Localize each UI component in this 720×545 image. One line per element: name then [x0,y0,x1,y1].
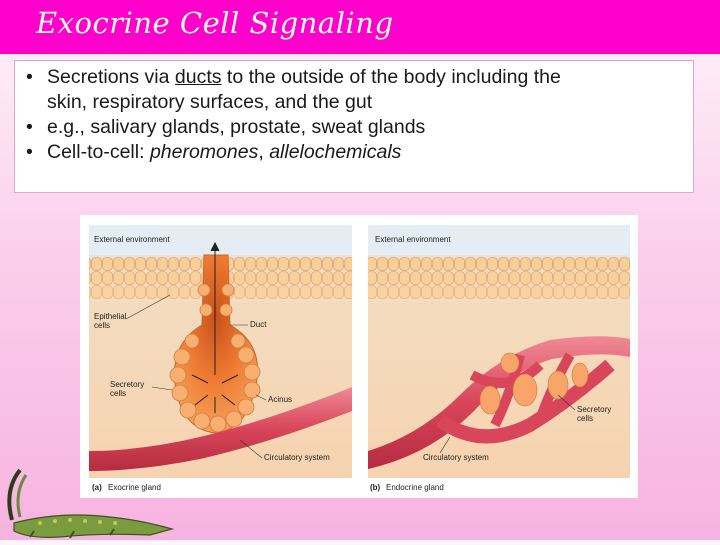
bullet-text: Secretions via [47,66,175,88]
secretory-cells-label-line2: cells [110,389,126,398]
slide-title: Exocrine Cell Signaling [36,6,394,40]
ducts-link-text: ducts [174,66,222,88]
pheromones-text: pheromones [149,141,259,163]
epithelial-label: Epithelial [94,312,127,321]
leader-line [557,394,576,411]
secretory-cells-label: Secretory [577,405,611,414]
caption-letter-b: (b) [370,483,381,492]
caption-endocrine: Endocrine gland [386,483,444,492]
endocrine-panel: External environment Secretory [368,225,630,492]
leader-line [125,294,171,320]
bullet-item-cell-to-cell: • Cell-to-cell: pheromones, allelochemic… [15,140,693,165]
exocrine-panel: External environment [89,225,352,492]
bullet-box: • Secretions via ducts to the outside of… [14,60,694,193]
epithelial-layer [368,271,630,285]
bullet-text: to the outside of the body including the [221,66,561,88]
leader-line [239,439,263,459]
bullet-marker: • [26,66,33,88]
crocodile-icon [0,465,180,540]
capillary-network [368,336,630,469]
secretory-cells [169,283,261,433]
epithelial-layer [368,285,630,299]
bullet-item-examples: • e.g., salivary glands, prostate, sweat… [15,115,693,140]
external-environment-area [89,225,352,255]
gland-illustration: External environment [89,225,630,492]
leader-line [439,436,451,454]
separator-text: , [258,141,270,163]
acinus-label: Acinus [268,395,292,404]
bullet-list: • Secretions via ducts to the outside of… [15,61,693,165]
duct-label: Duct [250,320,267,329]
bullet-text-line2: skin, respiratory surfaces, and the gut [47,91,373,113]
secretory-cells-label: Secretory [110,380,144,389]
circulatory-system-label: Circulatory system [423,453,489,462]
secretion-arrows [191,241,239,413]
secretory-cells-label-line2: cells [577,414,593,423]
caption-exocrine: Exocrine gland [108,483,161,492]
circulatory-system-label: Circulatory system [264,453,330,462]
bullet-marker: • [26,141,33,163]
external-environment-area [368,225,630,255]
bullet-text: e.g., salivary glands, prostate, sweat g… [47,116,426,138]
leader-line [151,386,173,391]
allelochemicals-text: allelochemicals [269,141,402,163]
gland-figure: External environment [80,215,638,498]
caption-letter-a: (a) [92,483,102,492]
blood-vessel [89,387,352,471]
external-environment-label: External environment [375,235,451,244]
bullet-text: Cell-to-cell: [47,141,150,163]
epithelial-label-line2: cells [94,321,110,330]
epithelial-layer [368,257,630,271]
leader-line [255,394,267,401]
title-bar: Exocrine Cell Signaling [0,0,720,54]
bullet-item-ducts: • Secretions via ducts to the outside of… [15,65,693,115]
bullet-marker: • [26,116,33,138]
external-environment-label: External environment [94,235,170,244]
